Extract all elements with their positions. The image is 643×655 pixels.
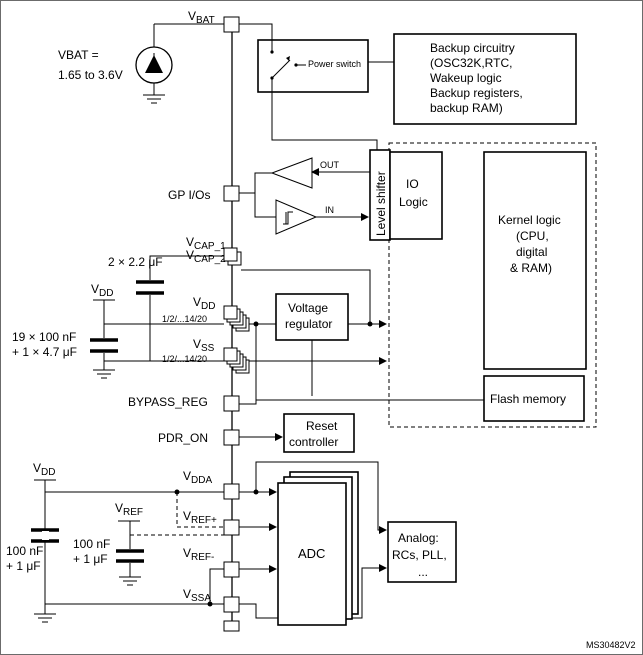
- in-label: IN: [325, 205, 334, 215]
- adc-label: ADC: [298, 546, 325, 561]
- cap-2x22-label: 2 × 2.2 μF: [108, 255, 163, 269]
- flash-memory-label: Flash memory: [490, 392, 566, 406]
- vdda-vref-strap: [176, 492, 224, 528]
- voltage-regulator-label-2: regulator: [285, 317, 332, 331]
- input-buffer: [239, 192, 369, 235]
- backup-circuitry-box: [393, 33, 577, 125]
- vbat-pad: [223, 16, 240, 33]
- vss-pins-label: VSS: [193, 337, 215, 354]
- vcap-capacitor: [136, 255, 224, 361]
- switch-to-levelshifter-wire: [271, 92, 378, 150]
- vdd-top-rail: [93, 299, 115, 324]
- power-switch-icon: [270, 40, 306, 92]
- vss-range-label: 1/2/...14/20: [162, 354, 207, 364]
- kernel-label-1: Kernel logic: [498, 213, 561, 227]
- voltage-regulator-label-1: Voltage: [288, 301, 328, 315]
- kernel-label-4: & RAM): [510, 261, 552, 275]
- reset-controller-box: [283, 413, 355, 453]
- analog-label-2: RCs, PLL,: [392, 548, 447, 562]
- pdr-on-pad: [223, 429, 240, 446]
- vdd-pad-stack: [223, 305, 250, 332]
- analog-label-1: Analog:: [398, 531, 439, 545]
- cap-100n-left-label-2: + 1 μF: [6, 559, 41, 573]
- vbat-range-label-2: 1.65 to 3.6V: [58, 68, 123, 82]
- out-label: OUT: [320, 160, 340, 170]
- backup-label-2: (OSC32K,RTC,: [430, 56, 512, 70]
- vdda-decoupling-capacitor: [31, 528, 59, 543]
- cap-gap-mask: [42, 531, 49, 540]
- vcap-pad-1: [223, 247, 238, 262]
- reset-label-2: controller: [289, 435, 338, 449]
- io-logic-label-2: Logic: [399, 195, 428, 209]
- vref-minus-pad: [223, 561, 240, 578]
- bypass-reg-pad: [223, 395, 240, 412]
- vcap-to-regulator-wire: [241, 269, 371, 324]
- power-switch-label: Power switch: [308, 59, 361, 69]
- cap-100n-mid-label-2: + 1 μF: [73, 552, 108, 566]
- backup-label-1: Backup circuitry: [430, 41, 515, 55]
- digital-domain-boundary: [388, 142, 597, 428]
- io-logic-label-1: IO: [406, 177, 419, 191]
- vref-plus-pad: [223, 519, 240, 536]
- vssa-ground: [34, 604, 56, 623]
- vdd-decoupling-capacitor: [90, 324, 118, 379]
- vref-plus-label: VREF+: [183, 509, 217, 526]
- flash-memory-box: [483, 375, 585, 422]
- vcap1-label: VCAP_1: [186, 235, 226, 252]
- vdda-label: VDDA: [183, 469, 212, 486]
- gpio-label: GP I/Os: [168, 188, 210, 202]
- kernel-label-3: digital: [516, 245, 547, 259]
- cap-100n-left-label-1: 100 nF: [6, 544, 43, 558]
- diagram-reference-code: MS30482V2: [586, 640, 636, 650]
- vref-label: VREF: [115, 501, 143, 518]
- vref-capacitor: [116, 541, 144, 586]
- vdda-pad: [223, 483, 240, 500]
- bus-end-pad: [223, 620, 240, 632]
- vbat-source: [135, 23, 232, 104]
- cap-19x100-label-1: 19 × 100 nF: [12, 330, 76, 344]
- power-switch-box: [257, 39, 369, 93]
- vss-pad-stack: [223, 347, 250, 374]
- vcap2-label: VCAP_2: [186, 248, 226, 265]
- reset-label-1: Reset: [306, 419, 338, 433]
- vdd-top-label: VDD: [91, 282, 113, 299]
- vref-minus-to-vssa-wire: [209, 568, 224, 604]
- kernel-label-2: (CPU,: [516, 229, 549, 243]
- vbat-pin-label: VBAT: [188, 9, 215, 26]
- backup-label-4: Backup registers,: [430, 86, 523, 100]
- adc-box: [277, 482, 347, 626]
- analog-box: [387, 521, 457, 583]
- backup-label-5: backup RAM): [430, 101, 503, 115]
- backup-label-3: Wakeup logic: [430, 71, 502, 85]
- io-logic-box: [389, 151, 443, 240]
- output-buffer: [239, 157, 370, 194]
- cap-100n-mid-label-1: 100 nF: [73, 537, 110, 551]
- kernel-logic-box: [483, 151, 587, 370]
- vssa-pad: [223, 596, 240, 613]
- vbat-to-switch-wire: [239, 23, 273, 42]
- bypass-reg-label: BYPASS_REG: [128, 395, 208, 409]
- vdd-bottom-label: VDD: [33, 461, 55, 478]
- level-shifter-label: Level shifter: [374, 171, 388, 236]
- analog-label-3: ...: [418, 565, 428, 579]
- vdd-pins-label: VDD: [193, 295, 215, 312]
- vbat-range-label-1: VBAT =: [58, 48, 99, 62]
- vssa-label: VSSA: [183, 587, 211, 604]
- vdd-range-label: 1/2/...14/20: [162, 314, 207, 324]
- regulator-output-dot: [367, 321, 373, 327]
- vref-minus-label: VREF-: [183, 546, 214, 563]
- cap-19x100-label-2: + 1 × 4.7 μF: [12, 345, 77, 359]
- bypass-to-flash-wire: [239, 399, 484, 405]
- pdr-on-label: PDR_ON: [158, 431, 208, 445]
- gpio-pad: [223, 185, 240, 202]
